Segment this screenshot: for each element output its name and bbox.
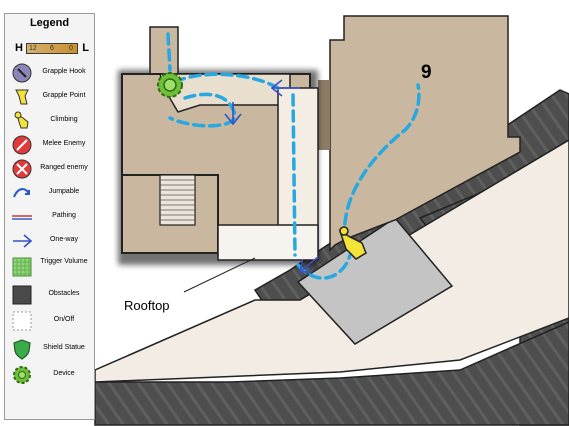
height-scale: H 12 6 0 L (15, 42, 89, 56)
device-icon (13, 366, 31, 384)
legend-item-ranged-enemy: Ranged enemy (9, 156, 93, 180)
on-off-icon (12, 311, 32, 331)
legend-item-device: Device (9, 362, 93, 386)
legend-item-trigger-volume: Trigger Volume (9, 254, 93, 278)
legend-item-grapple-point: Grapple Point (9, 84, 93, 108)
obstacles-icon (12, 285, 32, 305)
floor-walkway (94, 139, 569, 383)
one-way-arrow-top (270, 79, 300, 97)
legend-item-jumpable: Jumpable (9, 180, 93, 204)
legend-panel: Legend H 12 6 0 L Grapple Hook Grapple P… (4, 13, 95, 420)
rooftop-pointer-line (183, 257, 256, 293)
legend-item-on-off: On/Off (9, 308, 93, 332)
trigger-volume-icon (12, 257, 32, 277)
path-climb-up (342, 83, 421, 242)
legend-title: Legend (29, 17, 70, 29)
scale-tick-0: 0 (69, 45, 73, 52)
one-way-icon (13, 234, 33, 248)
grapple-point-icon (15, 89, 29, 105)
obstacle-wall-lower (94, 321, 569, 426)
on-off-pad (296, 217, 454, 345)
scale-tick-6: 6 (50, 45, 54, 52)
zone-number: 9 (421, 62, 432, 83)
building-right (329, 15, 521, 252)
legend-item-climbing: Climbing (9, 108, 93, 132)
scale-tick-12: 12 (29, 45, 37, 52)
one-way-arrow-mid (224, 102, 242, 126)
shield-statue-icon (13, 339, 31, 360)
legend-item-shield-statue: Shield Statue (9, 336, 93, 360)
melee-enemy-icon (12, 135, 32, 155)
rooftop-platform (217, 224, 319, 261)
legend-item-melee-enemy: Melee Enemy (9, 132, 93, 156)
building-right-shadow (318, 80, 330, 150)
path-upper-loop (168, 92, 237, 128)
ranged-enemy-icon (12, 159, 32, 179)
pathing-icon (12, 215, 32, 220)
legend-item-obstacles: Obstacles (9, 282, 93, 306)
legend-item-one-way: One-way (9, 228, 93, 252)
area-label-rooftop: Rooftop (124, 298, 170, 313)
one-way-arrow-bottom (299, 255, 319, 273)
height-scale-bar: 12 6 0 (26, 43, 78, 54)
device-icon (157, 72, 183, 98)
path-chimney (166, 32, 172, 72)
climbing-icon (338, 226, 367, 260)
scale-high-label: H (15, 42, 23, 54)
scale-low-label: L (82, 42, 89, 54)
legend-item-pathing: Pathing (9, 204, 93, 228)
legend-item-grapple-hook: Grapple Hook (9, 60, 93, 84)
one-way-arrows (224, 79, 319, 273)
chimney (149, 26, 179, 76)
climbing-icon (14, 111, 29, 129)
path-upper-route (173, 72, 280, 90)
jumpable-icon (13, 188, 30, 198)
grapple-hook-icon (12, 63, 32, 83)
path-wall-down (291, 93, 297, 257)
